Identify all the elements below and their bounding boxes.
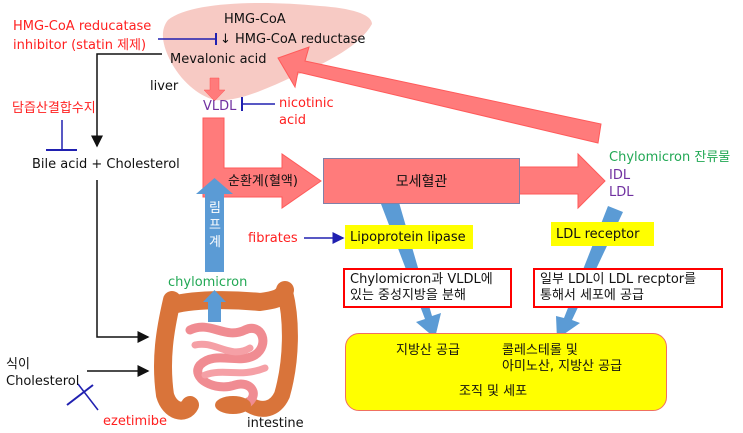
statin-label-line2: inhibitor (statin 제제) bbox=[13, 38, 147, 53]
hmg-coa-label: HMG-CoA bbox=[224, 12, 286, 27]
lpl-note-line1: Chylomicron과 VLDL에 bbox=[350, 272, 493, 287]
ldl-note-box: 일부 LDL이 LDL recptor를 통해서 세포에 공급 bbox=[533, 268, 723, 308]
ldl-note-line2: 통해서 세포에 공급 bbox=[540, 288, 644, 303]
bile-acid-cholesterol-label: Bile acid + Cholesterol bbox=[32, 157, 180, 172]
ldl-receptor-label: LDL receptor bbox=[556, 226, 640, 242]
dietary-cholesterol-label: Cholesterol bbox=[6, 374, 80, 389]
hmg-coa-reductase-label: ↓ HMG-CoA reductase bbox=[220, 32, 366, 47]
liver-illustration bbox=[162, 2, 372, 101]
bile-resin-label: 담즙산결합수지 bbox=[12, 101, 96, 116]
cholesterol-supply-line1: 콜레스테롤 및 bbox=[502, 343, 578, 358]
statin-label-line1: HMG-CoA reducatase bbox=[13, 19, 152, 34]
statin-inhibit-line bbox=[158, 33, 217, 45]
cholesterol-supply-line2: 아미노산, 지방산 공급 bbox=[502, 359, 623, 374]
idl-label: IDL bbox=[609, 168, 631, 183]
intestine-label: intestine bbox=[247, 416, 304, 431]
circulation-arrow bbox=[202, 117, 322, 209]
remnant-chylomicron-label: Chylomicron 잔류물 bbox=[609, 150, 731, 165]
lpl-note-line2: 있는 중성지방을 분해 bbox=[350, 288, 466, 303]
nicotinic-acid-line1: nicotinic bbox=[279, 96, 334, 111]
remnants-to-liver-arrow bbox=[277, 46, 602, 144]
circulation-label: 순환계(혈액) bbox=[228, 174, 298, 189]
ldl-receptor-box: LDL receptor bbox=[551, 222, 654, 246]
vldl-label: VLDL bbox=[203, 99, 237, 114]
mevalonic-acid-label: Mevalonic acid bbox=[170, 52, 267, 67]
lpl-note-box: Chylomicron과 VLDL에 있는 중성지방을 분해 bbox=[343, 268, 512, 308]
lipoprotein-lipase-label: Lipoprotein lipase bbox=[350, 229, 466, 245]
intestine-to-chylomicron-arrow bbox=[203, 290, 226, 322]
nicotinic-inhibit-line bbox=[241, 97, 275, 111]
capillary-label: 모세혈관 bbox=[395, 174, 448, 190]
bile-to-intestine-arrow bbox=[96, 180, 150, 343]
fatty-acid-supply-label: 지방산 공급 bbox=[396, 343, 460, 358]
ezetimibe-label: ezetimibe bbox=[103, 414, 168, 429]
liver-to-vldl-arrow bbox=[203, 77, 226, 102]
ldl-note-line1: 일부 LDL이 LDL recptor를 bbox=[540, 272, 697, 287]
ldl-label: LDL bbox=[609, 185, 634, 200]
lymph-label: 림프계 bbox=[209, 201, 221, 250]
ezetimibe-inhibit-line bbox=[66, 383, 99, 411]
liver-label: liver bbox=[150, 79, 179, 94]
nicotinic-acid-line2: acid bbox=[279, 113, 306, 128]
tissue-cells-title: 조직 및 세포 bbox=[459, 384, 528, 399]
liver-to-bile-arrow bbox=[91, 53, 162, 148]
dietary-label: 식이 bbox=[6, 357, 30, 372]
fibrates-label: fibrates bbox=[248, 231, 298, 246]
capillary-box: 모세혈관 bbox=[323, 158, 520, 204]
intestine-illustration bbox=[153, 281, 298, 420]
lymph-arrow bbox=[196, 178, 233, 272]
lipoprotein-lipase-box: Lipoprotein lipase bbox=[345, 225, 473, 249]
bile-resin-inhibit-line bbox=[46, 120, 77, 151]
chylomicron-label: chylomicron bbox=[168, 275, 248, 290]
capillary-to-remnants-arrow bbox=[518, 152, 606, 210]
tissue-cells-box bbox=[345, 333, 667, 411]
